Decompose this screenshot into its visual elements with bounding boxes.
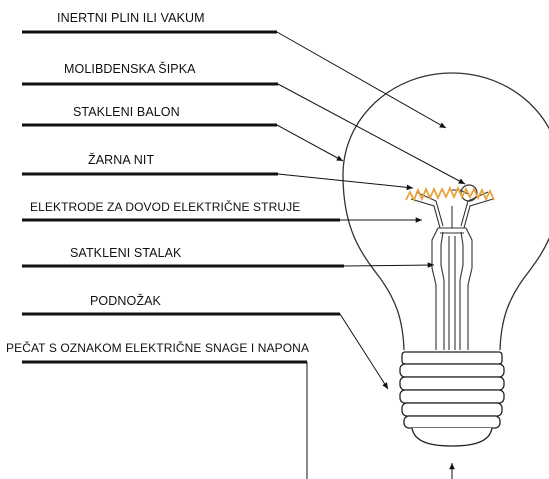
glass-bulb-outline bbox=[342, 72, 549, 351]
filament-shape bbox=[405, 185, 495, 203]
label-glass-bulb: STAKLENI BALON bbox=[73, 105, 180, 119]
screw-base-shape bbox=[399, 351, 505, 447]
label-filament: ŽARNA NIT bbox=[88, 153, 155, 167]
label-molybdenum-rod: MOLIBDENSKA ŠIPKA bbox=[64, 62, 196, 76]
label-seal: PEČAT S OZNAKOM ELEKTRIČNE SNAGE I NAPON… bbox=[6, 341, 310, 355]
label-inert-gas: INERTNI PLIN ILI VAKUM bbox=[57, 11, 205, 25]
label-glass-stand: SATKLENI STALAK bbox=[70, 246, 182, 260]
glass-stand-shape bbox=[431, 227, 473, 350]
label-electrodes: ELEKTRODE ZA DOVOD ELEKTRIČNE STRUJE bbox=[30, 200, 301, 214]
leader-lines bbox=[276, 31, 466, 479]
label-bars bbox=[22, 30, 344, 364]
label-base: PODNOŽAK bbox=[90, 294, 161, 308]
